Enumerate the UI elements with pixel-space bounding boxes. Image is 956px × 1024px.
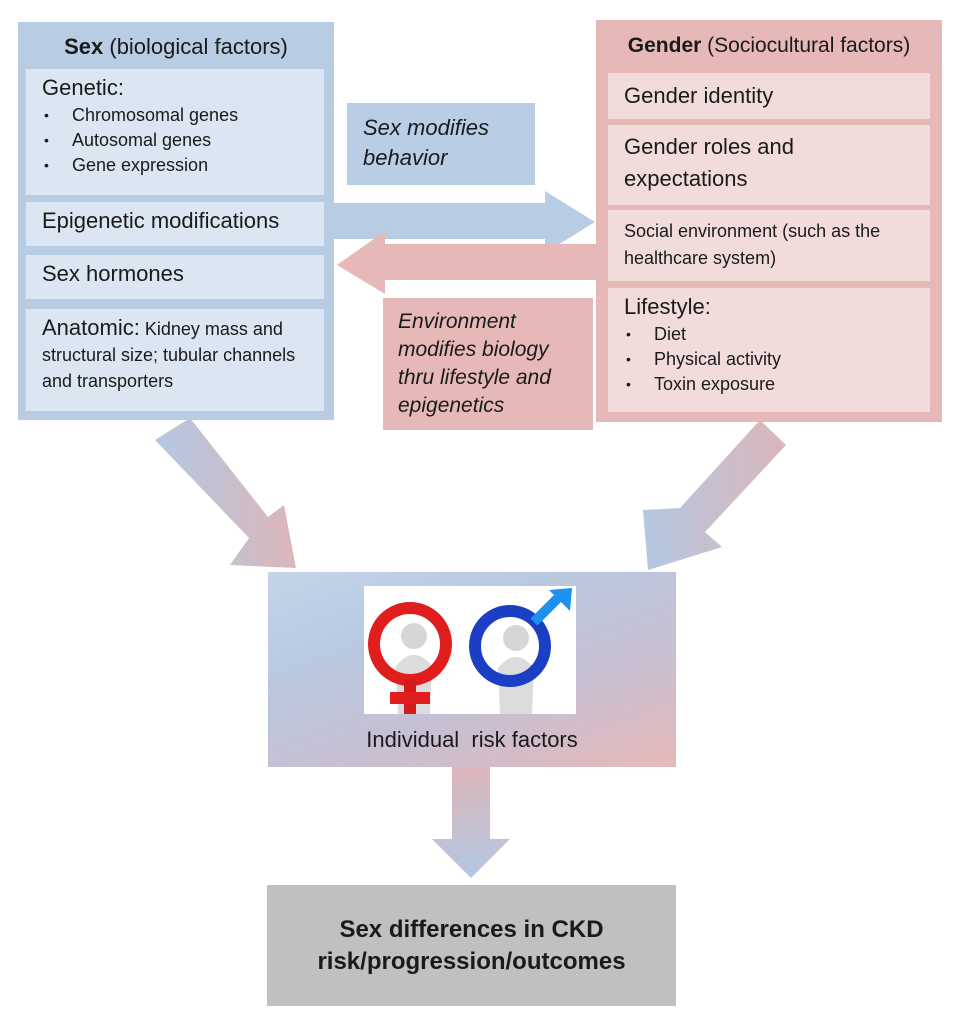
- arrow-gender-to-center: [643, 420, 786, 570]
- social-environment-box: Social environment (such as the healthca…: [608, 210, 930, 281]
- gender-roles-box: Gender roles and expectations: [608, 125, 930, 205]
- epigenetic-box: Epigenetic modifications: [26, 202, 324, 246]
- sex-panel: Sex (biological factors) Genetic: Chromo…: [18, 22, 334, 420]
- lifestyle-heading: Lifestyle:: [624, 294, 711, 319]
- gender-title-rest: (Sociocultural factors): [701, 34, 911, 57]
- list-item: Gene expression: [42, 153, 308, 178]
- male-symbol-icon: [469, 588, 572, 714]
- outcome-text: Sex differences in CKD risk/progression/…: [317, 914, 625, 978]
- arrow-center-to-outcome: [432, 767, 510, 878]
- anatomic-box: Anatomic: Kidney mass and structural siz…: [26, 309, 324, 411]
- female-symbol-icon: [368, 602, 452, 714]
- outcome-line-2: risk/progression/outcomes: [317, 947, 626, 975]
- gender-title-bold: Gender: [627, 34, 702, 57]
- genetic-list: Chromosomal genes Autosomal genes Gene e…: [42, 103, 308, 178]
- list-item: Physical activity: [624, 347, 914, 372]
- list-item: Chromosomal genes: [42, 103, 308, 128]
- gender-identity-box: Gender identity: [608, 73, 930, 119]
- sex-title-bold: Sex: [64, 34, 104, 59]
- genetic-box: Genetic: Chromosomal genes Autosomal gen…: [26, 69, 324, 195]
- gender-symbols-image: [364, 586, 576, 714]
- sex-panel-title: Sex (biological factors): [18, 34, 334, 60]
- sex-title-rest: (biological factors): [103, 34, 288, 59]
- list-item: Toxin exposure: [624, 372, 914, 397]
- lifestyle-list: Diet Physical activity Toxin exposure: [624, 322, 914, 397]
- individual-risk-factors-box: Individual risk factors: [268, 572, 676, 767]
- sex-modifies-behavior-label: Sex modifies behavior: [347, 103, 535, 185]
- sex-hormones-box: Sex hormones: [26, 255, 324, 299]
- anatomic-text: Kidney mass and structural size; tubular…: [42, 319, 296, 391]
- individual-risk-factors-label: Individual risk factors: [366, 727, 578, 752]
- genetic-heading: Genetic:: [42, 75, 124, 100]
- arrow-sex-to-center: [155, 418, 296, 568]
- lifestyle-box: Lifestyle: Diet Physical activity Toxin …: [608, 288, 930, 412]
- outcome-box: Sex differences in CKD risk/progression/…: [267, 885, 676, 1006]
- anatomic-heading: Anatomic:: [42, 315, 140, 340]
- gender-panel: Gender (Sociocultural factors) Gender id…: [596, 20, 942, 422]
- gender-panel-title: Gender (Sociocultural factors): [596, 34, 942, 58]
- environment-modifies-biology-label: Environment modifies biology thru lifest…: [383, 298, 593, 430]
- list-item: Diet: [624, 322, 914, 347]
- list-item: Autosomal genes: [42, 128, 308, 153]
- outcome-line-1: Sex differences in CKD: [339, 915, 604, 943]
- arrow-gender-to-sex: [337, 231, 596, 294]
- arrow-sex-to-gender: [334, 191, 595, 253]
